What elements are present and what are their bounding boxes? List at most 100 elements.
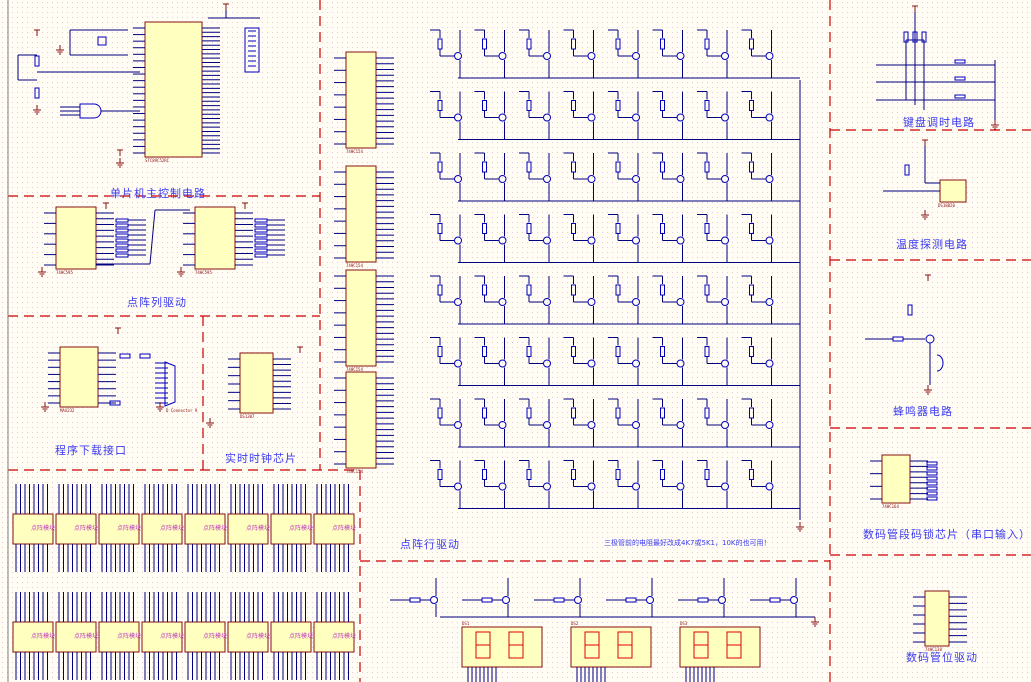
base-resistor bbox=[482, 161, 487, 173]
transistor-icon bbox=[765, 175, 774, 183]
dot-matrix-module bbox=[12, 513, 54, 545]
transistor-icon bbox=[632, 175, 640, 183]
row-decoder-chip-1-part-label: 74HC154 bbox=[346, 263, 363, 268]
base-resistor bbox=[615, 38, 621, 50]
transistor-icon bbox=[676, 236, 685, 245]
transistor-icon bbox=[454, 113, 462, 122]
transistor-icon bbox=[498, 298, 507, 306]
base-resistor bbox=[526, 407, 532, 419]
transistor-icon bbox=[721, 482, 729, 491]
db9-label: D Connector 9 bbox=[166, 408, 198, 413]
resistor bbox=[926, 496, 938, 501]
base-resistor bbox=[526, 223, 532, 234]
base-resistor bbox=[749, 284, 754, 296]
base-resistor bbox=[571, 161, 576, 173]
transistor-icon bbox=[543, 52, 551, 60]
base-resistor bbox=[704, 38, 710, 50]
transistor-icon bbox=[454, 359, 462, 368]
section-title-keyboard: 键盘调时电路 bbox=[903, 116, 975, 129]
base-resistor bbox=[749, 100, 754, 111]
base-resistor bbox=[615, 469, 621, 480]
transistor-icon bbox=[632, 113, 640, 122]
matrix-module-label: 点阵模块 bbox=[203, 633, 228, 640]
transistor-icon bbox=[498, 52, 507, 60]
resistor-note: 三极管前的电阻最好改成4K7或5K1，10K的也可用！ bbox=[604, 539, 771, 547]
transistor-icon bbox=[721, 236, 729, 245]
base-resistor bbox=[526, 346, 532, 357]
resistor bbox=[625, 597, 637, 603]
base-resistor bbox=[660, 469, 665, 480]
dot-matrix-module bbox=[184, 621, 226, 653]
resistor bbox=[926, 466, 938, 471]
transistor-icon bbox=[454, 175, 462, 183]
row-decoder-chip-0 bbox=[345, 51, 377, 149]
base-resistor bbox=[615, 223, 621, 234]
row-decoder-chip-3-part-label: 74HC154 bbox=[346, 469, 363, 474]
max232-chip-part-label: MAX232 bbox=[60, 408, 75, 413]
base-resistor bbox=[437, 284, 443, 296]
transistor-icon bbox=[676, 52, 685, 60]
resistor bbox=[115, 218, 129, 223]
matrix-module-label: 点阵模块 bbox=[117, 633, 142, 640]
resistor bbox=[926, 461, 938, 466]
row-decoder-chip-2 bbox=[345, 269, 377, 367]
base-resistor bbox=[660, 284, 665, 296]
section-title-row-driver: 点阵行驱动 bbox=[400, 538, 460, 551]
section-title-mcu: 单片机主控制电路 bbox=[110, 187, 206, 200]
dot-matrix-module bbox=[184, 513, 226, 545]
resistor bbox=[254, 248, 268, 253]
rtc-chip bbox=[239, 352, 274, 414]
transistor-icon bbox=[721, 298, 729, 306]
seven-seg-display-1 bbox=[570, 626, 652, 668]
base-resistor bbox=[704, 469, 710, 480]
transistor-icon bbox=[502, 596, 510, 604]
base-resistor bbox=[749, 407, 754, 419]
key-switch-2 bbox=[954, 94, 966, 99]
base-resistor bbox=[526, 284, 532, 296]
base-resistor bbox=[892, 336, 904, 342]
transistor-icon bbox=[765, 236, 774, 245]
base-resistor bbox=[615, 407, 621, 419]
resistor-network bbox=[244, 27, 260, 73]
transistor-icon bbox=[721, 421, 729, 429]
dot-matrix-module bbox=[227, 621, 269, 653]
resistor bbox=[254, 243, 268, 248]
bias-resistor bbox=[907, 304, 913, 316]
transistor-icon bbox=[430, 596, 438, 604]
max232-chip bbox=[59, 346, 99, 408]
dot-matrix-module bbox=[270, 513, 312, 545]
key-switch-0 bbox=[954, 59, 966, 64]
resistor bbox=[115, 238, 129, 243]
transistor-icon bbox=[765, 113, 774, 122]
transistor-icon bbox=[587, 298, 596, 306]
transistor-icon bbox=[587, 482, 596, 491]
resistor bbox=[409, 597, 421, 603]
resistor bbox=[926, 471, 938, 476]
row-decoder-chip-1 bbox=[345, 165, 377, 263]
matrix-module-label: 点阵模块 bbox=[203, 525, 228, 532]
crystal bbox=[97, 36, 107, 46]
base-resistor bbox=[526, 100, 532, 111]
transistor-icon bbox=[765, 482, 774, 491]
dot-matrix-module bbox=[141, 621, 183, 653]
section-title-col-driver: 点阵列驱动 bbox=[127, 296, 187, 309]
base-resistor bbox=[437, 100, 443, 111]
base-resistor bbox=[704, 161, 710, 173]
matrix-module-label: 点阵模块 bbox=[289, 525, 314, 532]
transistor-icon bbox=[676, 298, 685, 306]
matrix-module-label: 点阵模块 bbox=[160, 633, 185, 640]
transistor-icon bbox=[765, 359, 774, 368]
display-label: DS2 bbox=[571, 621, 579, 626]
base-resistor bbox=[482, 38, 487, 50]
transistor-icon bbox=[646, 596, 654, 604]
section-title-buzzer: 蜂鸣器电路 bbox=[893, 405, 953, 418]
transistor-icon bbox=[587, 113, 596, 122]
transistor-icon bbox=[790, 596, 798, 604]
seven-seg-display-2 bbox=[679, 626, 761, 668]
base-resistor bbox=[571, 223, 576, 234]
resistor bbox=[254, 238, 268, 243]
transistor-icon bbox=[543, 421, 551, 429]
transistor-icon bbox=[632, 421, 640, 429]
